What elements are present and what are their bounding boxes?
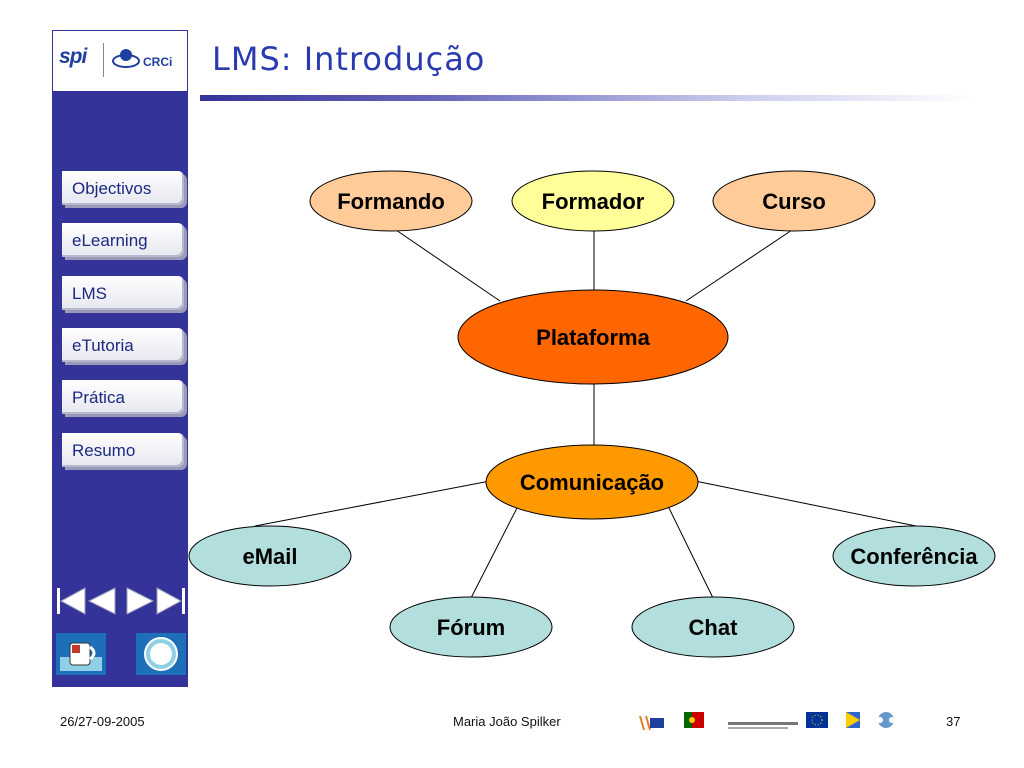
line-comunicacao-chat: [667, 505, 714, 599]
connector-lines: [254, 229, 917, 599]
forum-label: Fórum: [437, 615, 505, 640]
chat-label: Chat: [689, 615, 739, 640]
comunicacao-node: Comunicação: [485, 444, 699, 520]
formador-node: Formador: [511, 170, 675, 232]
conferencia-node: Conferência: [832, 525, 996, 587]
line-comunicacao-email: [254, 480, 491, 527]
iqf-logo-icon: [638, 714, 666, 732]
ministry-logo-icon: [728, 722, 798, 729]
nav-lms[interactable]: LMS: [62, 276, 184, 310]
footer-date: 26/27-09-2005: [60, 714, 145, 729]
forum-node: Fórum: [389, 596, 553, 658]
crc-network-logo-icon: [877, 712, 895, 728]
plataforma-node: Plataforma: [457, 289, 729, 385]
email-node: eMail: [188, 525, 352, 587]
sponsor-logos: [638, 712, 895, 732]
compass-icon[interactable]: [136, 633, 186, 675]
curso-label: Curso: [762, 189, 826, 214]
last-slide-icon[interactable]: [156, 587, 185, 615]
spi-logo-text: spi: [59, 45, 87, 68]
crci-swirl-icon: [112, 49, 140, 68]
chat-node: Chat: [631, 596, 795, 658]
nav-objectivos[interactable]: Objectivos: [62, 171, 184, 205]
slide-navigation: [57, 587, 185, 615]
logo: spi CRCi: [52, 30, 188, 92]
portugal-flag-icon: [684, 712, 704, 728]
crci-logo-text: CRCi: [143, 55, 173, 69]
footer-author: Maria João Spilker: [453, 714, 561, 729]
line-comunicacao-forum: [470, 505, 519, 599]
page-title: LMS: Introdução: [212, 40, 486, 78]
comunicacao-label: Comunicação: [520, 470, 664, 495]
page-number: 37: [946, 714, 961, 729]
nav-pratica[interactable]: Prática: [62, 380, 184, 414]
nav-elearning[interactable]: eLearning: [62, 223, 184, 257]
coffee-cup-icon[interactable]: [56, 633, 106, 675]
previous-slide-icon[interactable]: [87, 587, 116, 615]
curso-node: Curso: [712, 170, 876, 232]
line-formando-plataforma: [395, 229, 501, 302]
nav-resumo[interactable]: Resumo: [62, 433, 184, 467]
title-underline: [200, 95, 972, 101]
line-curso-plataforma: [685, 229, 793, 302]
conferencia-label: Conferência: [850, 544, 978, 569]
line-comunicacao-conferencia: [694, 480, 917, 527]
formando-node: Formando: [309, 170, 473, 232]
formando-label: Formando: [337, 189, 445, 214]
first-slide-icon[interactable]: [57, 587, 86, 615]
next-slide-icon[interactable]: [126, 587, 155, 615]
logo-divider: [103, 43, 104, 77]
formador-label: Formador: [542, 189, 645, 214]
program-logo-icon: [846, 712, 860, 728]
email-label: eMail: [242, 544, 297, 569]
eu-flag-icon: [806, 712, 828, 728]
nav-etutoria[interactable]: eTutoria: [62, 328, 184, 362]
plataforma-label: Plataforma: [536, 325, 650, 350]
